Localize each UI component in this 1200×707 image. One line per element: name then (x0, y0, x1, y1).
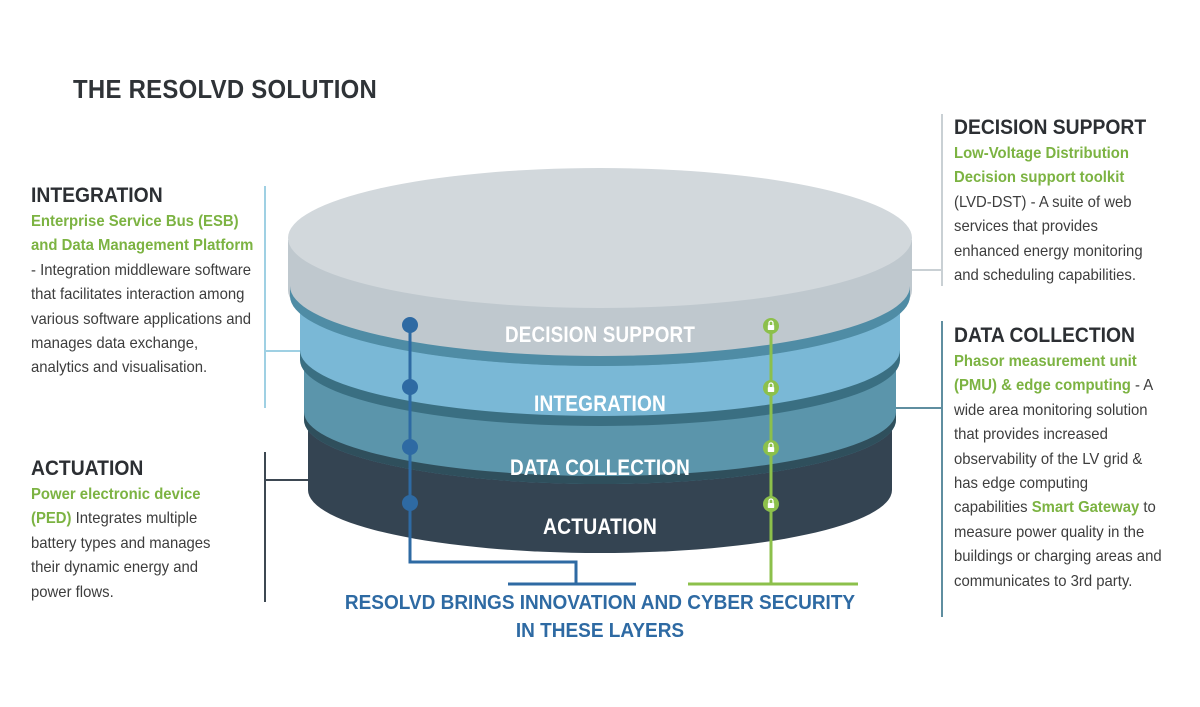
data-collection-text: - A wide area monitoring solution that p… (954, 377, 1153, 517)
decision-support-heading: DECISION SUPPORT (954, 116, 1147, 139)
lock-icon (763, 496, 779, 512)
data-collection-text-2: to measure power quality in the building… (954, 499, 1162, 590)
caption-line-1: RESOLVD BRINGS INNOVATION AND CYBER SECU… (344, 592, 856, 614)
bottom-caption: RESOLVD BRINGS INNOVATION AND CYBER SECU… (315, 589, 885, 645)
decision-support-panel: DECISION SUPPORT Low-Voltage Distributio… (954, 116, 1189, 288)
layer-label-decision-support: DECISION SUPPORT (505, 322, 695, 347)
lock-icon (763, 440, 779, 456)
data-collection-highlight: Phasor measurement unit (PMU) & edge com… (954, 353, 1137, 395)
lock-icon (763, 380, 779, 396)
layer-label-integration: INTEGRATION (534, 391, 666, 416)
integration-connector-line (264, 186, 266, 408)
actuation-panel: ACTUATION Power electronic device (PED) … (31, 457, 261, 605)
data-collection-panel: DATA COLLECTION Phasor measurement unit … (954, 324, 1189, 594)
actuation-text: Integrates multiple battery types and ma… (31, 510, 211, 601)
actuation-connector-line (264, 452, 266, 602)
page-title: THE RESOLVD SOLUTION (73, 74, 378, 104)
data-collection-heading: DATA COLLECTION (954, 324, 1136, 347)
decision-support-layer-top (288, 168, 912, 308)
integration-panel: INTEGRATION Enterprise Service Bus (ESB)… (31, 184, 261, 381)
integration-text: - Integration middleware software that f… (31, 261, 252, 377)
innovation-node-actuation (402, 495, 418, 511)
decision-support-highlight: Low-Voltage Distribution Decision suppor… (954, 145, 1129, 187)
actuation-highlight: Power electronic device (PED) (31, 486, 201, 528)
innovation-node-decision-support (402, 317, 418, 333)
caption-line-2: IN THESE LAYERS (515, 620, 685, 642)
integration-heading: INTEGRATION (31, 184, 163, 207)
layer-label-data-collection: DATA COLLECTION (510, 455, 690, 480)
integration-highlight: Enterprise Service Bus (ESB) and Data Ma… (31, 213, 254, 255)
innovation-node-data-collection (402, 439, 418, 455)
layer-label-actuation: ACTUATION (543, 514, 657, 539)
decision-support-text: (LVD-DST) - A suite of web services that… (954, 193, 1143, 285)
lock-icon (763, 318, 779, 334)
actuation-heading: ACTUATION (31, 457, 144, 480)
decision-support-connector-line (941, 114, 943, 286)
data-collection-highlight-2: Smart Gateway (1031, 499, 1140, 517)
innovation-node-integration (402, 379, 418, 395)
data-collection-connector-line (941, 321, 943, 617)
